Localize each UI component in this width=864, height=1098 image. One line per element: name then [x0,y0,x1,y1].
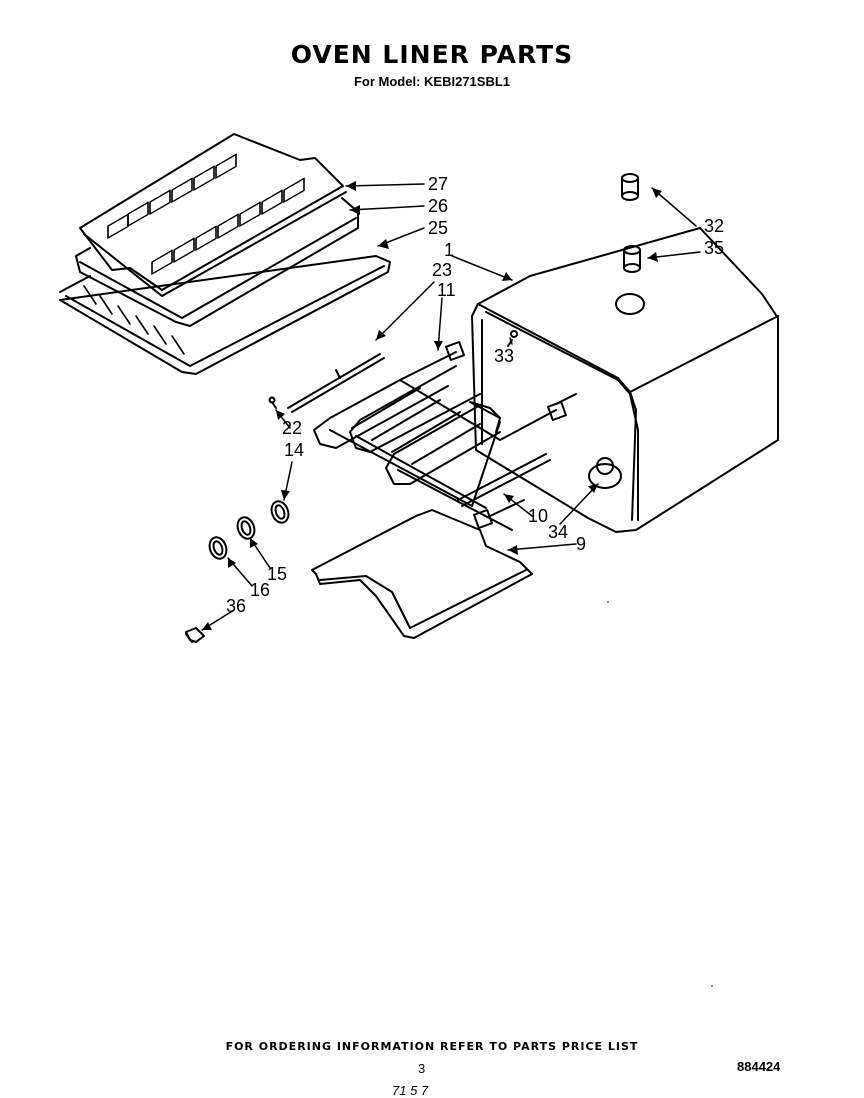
callout-27: 27 [428,174,448,194]
callout-34: 34 [548,522,568,542]
scan-specks [607,601,713,987]
grommet-14 [270,500,290,524]
plug-35 [623,245,641,273]
element-bracket-23 [287,353,385,413]
callout-25: 25 [428,218,448,238]
screw-22 [268,396,277,409]
callout-26: 26 [428,196,448,216]
handwritten-note: 71 5 7 [392,1083,429,1098]
grommet-16 [208,536,228,560]
clip-36 [185,627,205,643]
callout-16: 16 [250,580,270,600]
callout-11: 11 [437,280,456,300]
element-bracket-10 [457,453,551,507]
callout-15: 15 [267,564,287,584]
callout-1: 1 [444,240,454,260]
callout-33: 33 [494,346,514,366]
callout-9: 9 [576,534,586,554]
leader-arrowheads [202,181,662,630]
callout-35: 35 [704,238,724,258]
document-number: 884424 [737,1059,781,1074]
leader-lines [201,183,701,631]
oven-rack-25 [59,255,391,375]
broil-element-11 [313,341,577,531]
callout-14: 14 [284,440,304,460]
page-number: 3 [418,1061,426,1076]
callout-10: 10 [528,506,548,526]
plug-32 [621,173,639,201]
model-subtitle: For Model: KEBI271SBL1 [353,74,511,89]
ordering-note: FOR ORDERING INFORMATION REFER TO PARTS … [225,1040,639,1053]
grommet-15 [236,516,256,540]
page-title: OVEN LINER PARTS [290,40,574,69]
bake-element-9 [311,499,533,639]
broil-pan-insert-27 [79,133,347,297]
callout-32: 32 [704,216,724,236]
callout-22: 22 [282,418,302,438]
callout-23: 23 [432,260,452,280]
oven-liner-1 [471,227,779,533]
callout-36: 36 [226,596,246,616]
